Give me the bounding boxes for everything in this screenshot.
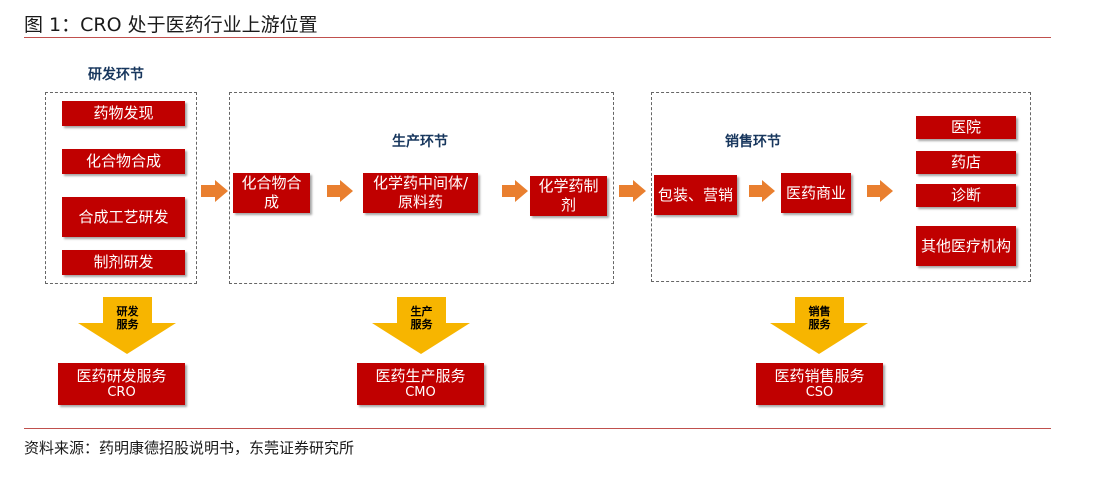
service-name-cmo: 医药生产服务	[375, 367, 466, 385]
sales-item-pharmacy: 药店	[916, 151, 1016, 174]
service-box-cro: 医药研发服务 CRO	[58, 363, 185, 405]
service-arrow-label-sales: 销售 服务	[795, 305, 844, 331]
service-abbr-cso: CSO	[805, 385, 834, 400]
service-box-cso: 医药销售服务 CSO	[756, 363, 883, 405]
service-arrow-rd	[78, 297, 176, 354]
flow-arrow-packaging-to-commerce	[749, 180, 775, 202]
rd-item-process-development: 合成工艺研发	[62, 197, 185, 237]
rd-item-formulation-development: 制剂研发	[62, 250, 185, 275]
rd-item-compound-synthesis: 化合物合成	[62, 149, 185, 174]
service-arrow-production	[372, 297, 470, 354]
service-arrow-label-sales-line2: 服务	[808, 318, 831, 331]
service-arrow-label-sales-line1: 销售	[808, 305, 831, 318]
service-arrow-label-production-line2: 服务	[410, 318, 433, 331]
stage-production	[229, 92, 614, 284]
service-arrow-label-rd-line1: 研发	[116, 305, 139, 318]
service-arrow-label-production-line1: 生产	[410, 305, 433, 318]
service-arrow-label-rd: 研发 服务	[103, 305, 152, 331]
source-note: 资料来源：药明康德招股说明书，东莞证券研究所	[24, 439, 355, 457]
source-divider	[24, 428, 1051, 429]
stage-label-rd: 研发环节	[88, 67, 144, 83]
production-item-intermediate-api: 化学药中间体/原料药	[363, 173, 478, 213]
service-name-cso: 医药销售服务	[774, 367, 865, 385]
production-item-formulation: 化学药制剂	[530, 176, 607, 216]
sales-item-hospital: 医院	[916, 116, 1016, 139]
sales-item-other-medical: 其他医疗机构	[916, 226, 1016, 266]
rd-item-drug-discovery: 药物发现	[62, 101, 185, 126]
service-abbr-cro: CRO	[107, 385, 136, 400]
flow-arrow-intermediate-to-formulation	[502, 180, 528, 202]
flow-arrow-production-to-sales	[619, 180, 646, 202]
sales-item-packaging-marketing: 包装、营销	[654, 175, 737, 215]
flow-arrow-synthesis-to-intermediate	[327, 180, 353, 202]
figure-title: 图 1：CRO 处于医药行业上游位置	[24, 14, 318, 36]
sales-item-pharma-commerce: 医药商业	[781, 173, 851, 213]
title-divider	[24, 37, 1051, 38]
stage-label-sales: 销售环节	[725, 134, 781, 150]
production-item-compound-synthesis: 化合物合成	[233, 173, 310, 213]
flow-arrow-rd-to-production	[201, 180, 228, 202]
service-abbr-cmo: CMO	[405, 385, 436, 400]
service-arrow-label-rd-line2: 服务	[116, 318, 139, 331]
service-arrow-sales	[770, 297, 868, 354]
stage-sales	[651, 92, 1031, 282]
service-name-cro: 医药研发服务	[76, 367, 167, 385]
stage-rd	[45, 92, 197, 284]
service-box-cmo: 医药生产服务 CMO	[357, 363, 484, 405]
service-arrow-label-production: 生产 服务	[397, 305, 446, 331]
sales-item-diagnosis: 诊断	[916, 184, 1016, 207]
stage-label-production: 生产环节	[392, 134, 448, 150]
flow-arrow-commerce-to-terminals	[867, 180, 893, 202]
